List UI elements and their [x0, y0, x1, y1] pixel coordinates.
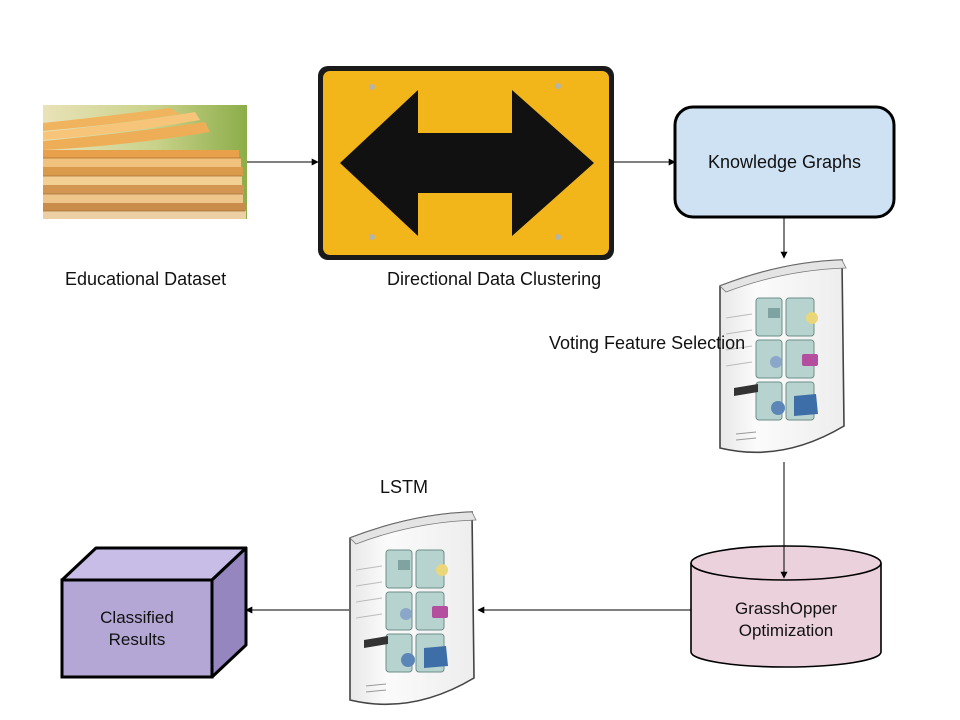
voting-feature-selection-label: Voting Feature Selection [549, 333, 746, 353]
educational-dataset-label: Educational Dataset [65, 269, 227, 289]
knowledge-graphs-label: Knowledge Graphs [707, 152, 862, 172]
grasshopper-label: GrasshOpper Optimization [691, 598, 881, 642]
classified-results-label: Classified Results [62, 607, 212, 651]
directional-clustering-label: Directional Data Clustering [387, 269, 602, 289]
grasshopper-cylinder [690, 545, 882, 668]
server-icon [719, 259, 847, 454]
double-arrow-sign-icon [318, 66, 614, 260]
lstm-label: LSTM [380, 477, 429, 497]
server-icon [349, 511, 477, 706]
grasshopper-label-line2: Optimization [738, 621, 834, 640]
classified-results-label-line1: Classified [100, 608, 174, 627]
paper-stack-icon [43, 105, 247, 219]
classified-results-label-line2: Results [108, 630, 166, 649]
grasshopper-label-line1: GrasshOpper [734, 599, 838, 618]
classified-results-box [60, 546, 248, 679]
